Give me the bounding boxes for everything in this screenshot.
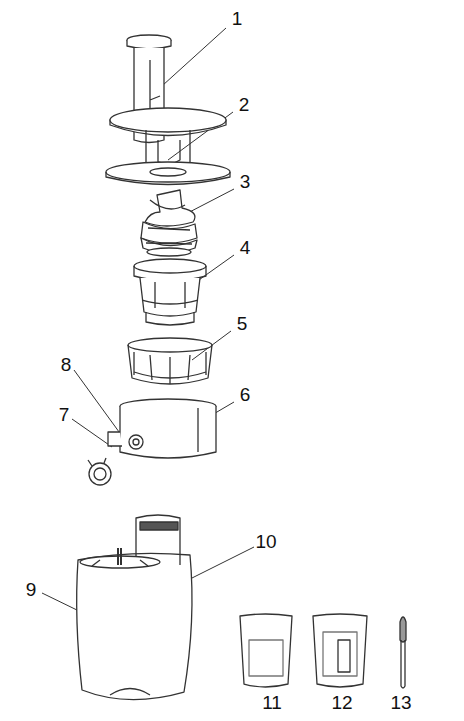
callout-number: 12	[331, 693, 352, 712]
juicing-bowl	[120, 406, 216, 458]
juicing-strainer	[140, 278, 200, 316]
juicing-bowl	[129, 435, 143, 449]
motor-base	[77, 515, 192, 700]
motor-base	[92, 560, 148, 566]
juicing-bowl	[108, 432, 122, 446]
cleaning-brush	[400, 617, 406, 688]
juice-cap	[88, 458, 111, 485]
lid-with-chute	[106, 108, 230, 185]
callout-number: 5	[237, 314, 248, 333]
rotating-brush	[134, 352, 206, 384]
motor-base	[77, 553, 192, 699]
pulp-cup	[323, 632, 357, 676]
pulp-cup	[313, 614, 367, 687]
auger	[147, 248, 191, 256]
callout-number: 13	[390, 693, 411, 712]
juicing-bowl	[133, 439, 139, 445]
lid-with-chute	[106, 172, 230, 185]
cleaning-brush	[400, 617, 406, 642]
juice-cap	[94, 468, 106, 480]
auger	[145, 190, 195, 226]
juicing-strainer	[146, 312, 194, 325]
juicing-strainer	[134, 259, 206, 325]
leader-lines	[72, 419, 112, 447]
leader-lines	[74, 370, 122, 436]
juicing-bowl	[108, 399, 216, 458]
juice-cup	[240, 614, 292, 687]
callout-number: 2	[239, 95, 250, 114]
pulp-cup	[313, 614, 367, 687]
lid-with-chute	[158, 140, 180, 165]
juice-cup	[240, 614, 292, 687]
callout-number: 3	[240, 172, 251, 191]
motor-base	[140, 522, 178, 530]
callout-number: 7	[59, 405, 70, 424]
callout-number: 10	[255, 532, 276, 551]
callout-number: 1	[232, 9, 243, 28]
food-pusher	[127, 40, 171, 49]
auger	[146, 200, 192, 244]
rotating-brush	[134, 372, 206, 378]
motor-base	[110, 689, 150, 696]
pulp-cup	[338, 640, 350, 672]
juice-cap	[88, 458, 106, 466]
callout-number: 8	[61, 355, 72, 374]
juice-cap	[89, 463, 111, 485]
callout-number: 6	[240, 385, 251, 404]
rotating-brush	[128, 338, 212, 384]
rotating-brush	[128, 345, 212, 384]
rotating-brush	[128, 338, 212, 352]
lid-with-chute	[146, 130, 190, 166]
juicing-bowl	[197, 408, 198, 452]
callout-number: 4	[240, 238, 251, 257]
callout-number: 11	[262, 693, 282, 712]
juice-cup	[249, 640, 283, 676]
cleaning-brush	[401, 640, 405, 688]
callout-number: 9	[26, 580, 37, 599]
lid-with-chute	[150, 168, 186, 176]
lid-with-chute	[106, 162, 230, 182]
leader-lines	[188, 547, 254, 580]
juicing-strainer	[142, 282, 198, 308]
motor-base	[118, 548, 121, 565]
lid-with-chute	[110, 108, 226, 132]
leader-lines	[42, 28, 254, 630]
auger	[141, 190, 197, 256]
auger	[141, 222, 197, 243]
juicing-strainer	[134, 259, 206, 273]
